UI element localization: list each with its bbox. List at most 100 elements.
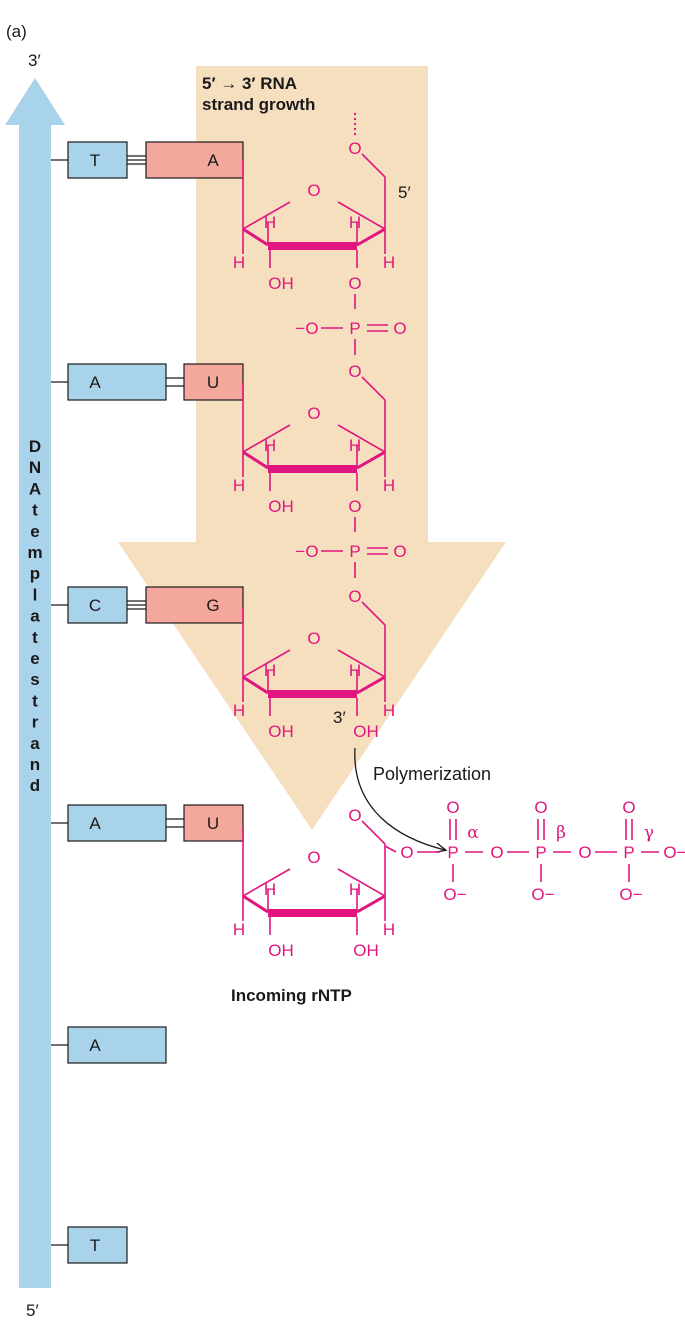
hydrogen: H (383, 701, 395, 720)
hydrogen: H (349, 213, 361, 232)
c5-bond (361, 376, 386, 401)
hydroxyl-3prime: OH (353, 722, 379, 741)
dna-base-label: T (90, 151, 100, 170)
phosphorus: P (447, 843, 458, 862)
ring-bond (242, 424, 291, 453)
dna-label-letter: a (30, 607, 40, 626)
rna-base-box (183, 804, 244, 842)
five-prime-oxygen: O (348, 587, 361, 606)
polymerization-arrow (354, 747, 445, 850)
rna-base-label: U (207, 373, 219, 392)
hydrogen: H (349, 880, 361, 899)
dna-base-label: A (89, 373, 101, 392)
dna-base-label: A (89, 814, 101, 833)
ring-bond (242, 450, 269, 470)
ring-oxygen: O (307, 181, 320, 200)
dna-label-letter: t (32, 628, 38, 647)
dna-label-letter: r (32, 713, 39, 732)
dna-label-letter: s (30, 670, 39, 689)
dna-base-box (67, 363, 167, 401)
hydroxyl-3prime: OH (353, 941, 379, 960)
incoming-rntp-label: Incoming rNTP (231, 986, 352, 1005)
hydrogen: H (233, 476, 245, 495)
ring-oxygen: O (307, 404, 320, 423)
dna-base-box (67, 586, 128, 624)
ring-bold-edge (268, 909, 357, 917)
rna-base-box (145, 141, 244, 179)
rna-base-box (145, 586, 244, 624)
ring-bond (242, 227, 269, 247)
phosphate-greek-label: β (556, 823, 566, 843)
dna-label-letter: t (32, 501, 38, 520)
dna-label-letter: l (33, 585, 38, 604)
bridge-oxygen: O (490, 843, 503, 862)
rna-base-label: U (207, 814, 219, 833)
phosphorus: P (623, 843, 634, 862)
phosphoryl-oxygen: O (622, 798, 635, 817)
phosphorus: P (349, 319, 360, 338)
o-minus: O− (619, 885, 642, 904)
five-prime-oxygen: O (348, 362, 361, 381)
o5-bond (384, 845, 397, 853)
phosphoryl-oxygen: O (534, 798, 547, 817)
dna-base-label: A (89, 1036, 101, 1055)
phosphorus: P (349, 542, 360, 561)
dna-end-5prime: 5′ (26, 1301, 39, 1320)
five-prime-oxygen: O (348, 139, 361, 158)
c5-bond (361, 601, 386, 626)
phosphorus: P (535, 843, 546, 862)
base-pair-row: T (51, 1226, 128, 1264)
dna-base-box (67, 141, 128, 179)
hydrogen: H (233, 920, 245, 939)
dna-base-label: T (90, 1236, 100, 1255)
dna-label-letter: p (30, 564, 40, 583)
five-prime-oxygen: O (348, 806, 361, 825)
rna-growth-arrow (118, 66, 506, 830)
dna-base-box (67, 804, 167, 842)
hydroxyl-2prime: OH (268, 941, 294, 960)
hydrogen: H (264, 880, 276, 899)
ring-bond (242, 675, 269, 695)
c5-bond (361, 820, 386, 845)
hydrogen: H (383, 920, 395, 939)
ring-bond (242, 201, 291, 230)
o-minus: O− (443, 885, 466, 904)
base-pair-row: A (51, 1026, 167, 1064)
phosphate-greek-label: α (467, 823, 479, 843)
rna-base-label: G (206, 596, 219, 615)
dna-base-box (67, 1226, 128, 1264)
dna-label-letter: A (29, 479, 41, 498)
dna-template-strand (5, 78, 65, 1288)
bridge-oxygen: O (348, 497, 361, 516)
ring-bond (337, 649, 386, 678)
ring-bold-edge (268, 465, 357, 473)
growth-label-line1: 5′ → 3′ RNA (202, 74, 297, 93)
bridge-oxygen: O (578, 843, 591, 862)
hydroxyl-2prime: OH (268, 497, 294, 516)
hydrogen: H (383, 476, 395, 495)
dna-label-letter: N (29, 458, 41, 477)
hydrogen: H (233, 701, 245, 720)
dna-label-letter: t (32, 691, 38, 710)
phosphate-oxygen: O (393, 319, 406, 338)
dna-base-box (67, 1026, 167, 1064)
polymerization-label: Polymerization (373, 764, 491, 784)
phosphate-o-minus: −O (295, 542, 318, 561)
rna-base-label: A (207, 151, 219, 170)
ring-oxygen: O (307, 848, 320, 867)
ring-bond (337, 868, 386, 897)
ring-bold-edge (268, 242, 357, 250)
hydrogen: H (264, 436, 276, 455)
ring-bond (356, 675, 386, 695)
dna-base-label: C (89, 596, 101, 615)
